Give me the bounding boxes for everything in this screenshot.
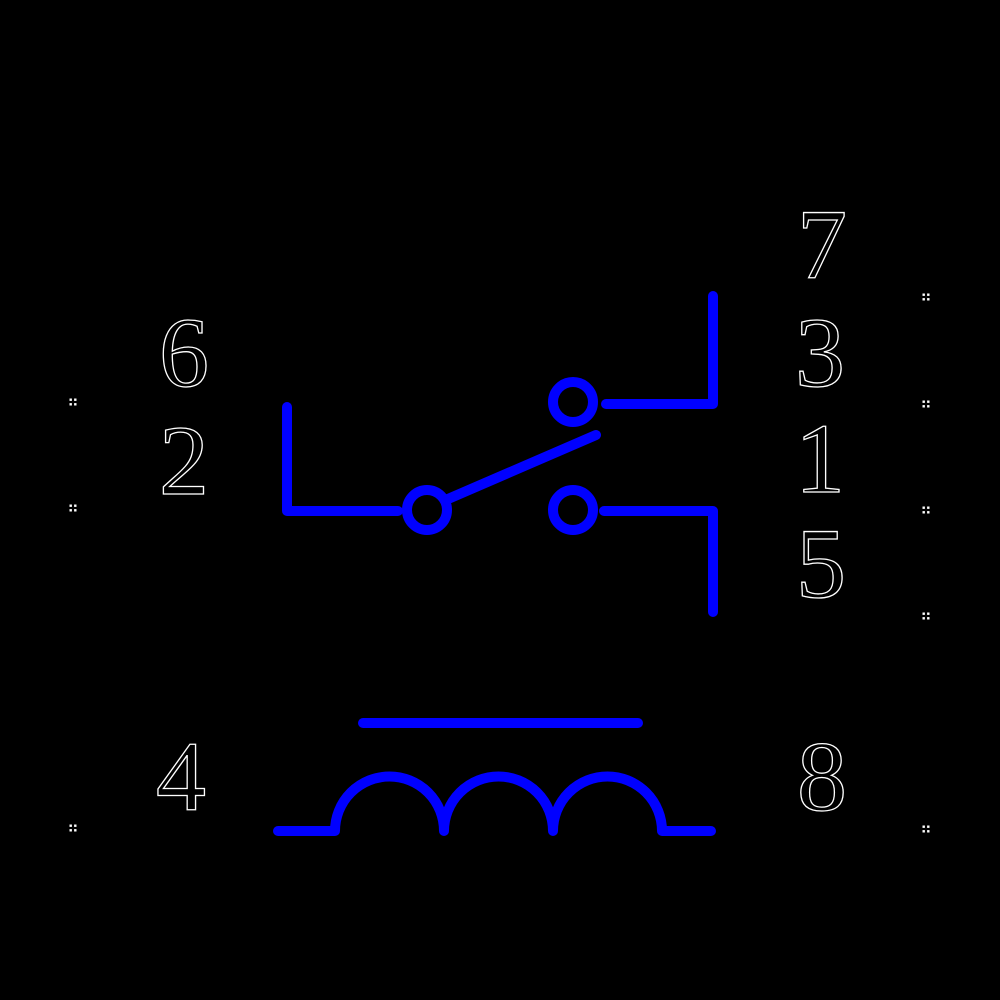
pin-label-6: 6 [159, 297, 209, 408]
common-contact-circle [402, 485, 452, 535]
nc-contact-circle [548, 377, 598, 427]
pin-label-1: 1 [795, 403, 845, 514]
circuit-graphics [273, 291, 718, 836]
coil-winding [273, 771, 716, 836]
pin-label-5: 5 [796, 508, 846, 619]
pin-labels: 6 2 4 7 3 1 5 8 [155, 188, 847, 832]
pin6-pin2-wire [282, 402, 403, 516]
pin-label-4: 4 [156, 721, 206, 832]
pin7-pin3-wire [601, 291, 718, 409]
pin-label-2: 2 [159, 405, 209, 516]
pin-label-7: 7 [797, 189, 847, 300]
pin-label-8: 8 [797, 721, 847, 832]
no-contact-circle [548, 485, 598, 535]
pin-label-3: 3 [795, 297, 845, 408]
pin1-pin5-wire [599, 506, 718, 617]
switch-lever [443, 430, 601, 504]
